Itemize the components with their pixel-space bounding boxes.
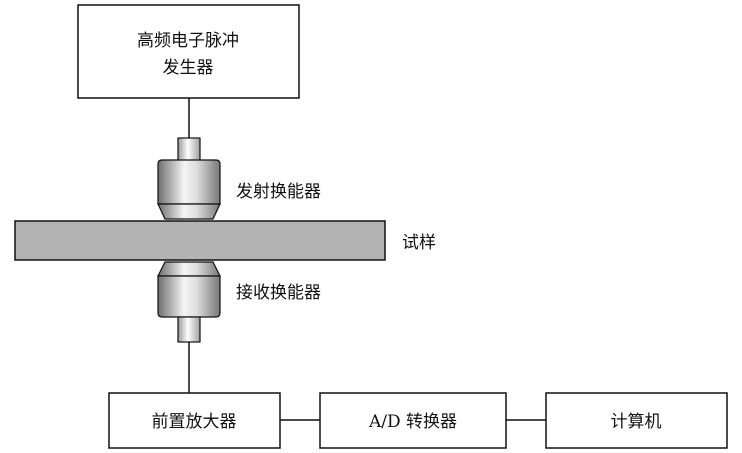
- specimen-label: 试样: [402, 233, 436, 253]
- preamplifier-label: 前置放大器: [152, 412, 237, 432]
- receive-transducer: 接收换能器: [157, 261, 321, 343]
- pulse-generator-box: 高频电子脉冲 发生器: [77, 4, 300, 99]
- preamplifier-box: 前置放大器: [108, 392, 281, 449]
- pulse-generator-label-line2: 发生器: [163, 58, 214, 78]
- computer-box: 计算机: [545, 392, 728, 449]
- pulse-generator-label-line1: 高频电子脉冲: [137, 31, 239, 51]
- specimen-bar: [14, 220, 386, 261]
- transmit-transducer-label: 发射换能器: [236, 182, 321, 202]
- transmit-transducer: 发射换能器: [157, 137, 321, 220]
- receive-transducer-label: 接收换能器: [236, 283, 321, 303]
- ad-converter-label: A/D 转换器: [368, 412, 457, 432]
- computer-label: 计算机: [611, 412, 662, 432]
- ad-converter-box: A/D 转换器: [319, 392, 507, 449]
